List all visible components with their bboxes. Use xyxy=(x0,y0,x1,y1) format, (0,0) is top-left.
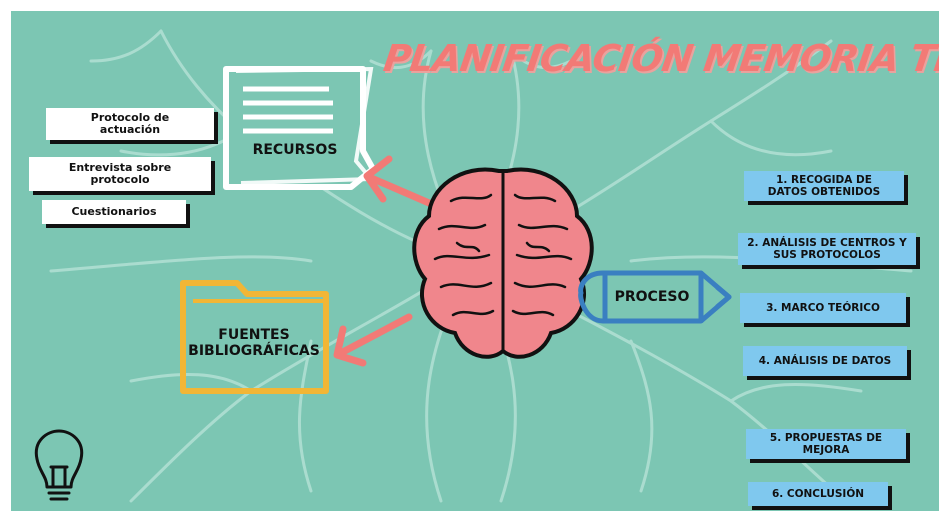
step-line1: 5. PROPUESTAS DE xyxy=(769,432,883,444)
process-step[interactable]: 2. ANÁLISIS DE CENTROS Y SUS PROTOCOLOS xyxy=(738,233,916,265)
resource-box[interactable]: Protocolo de actuación xyxy=(46,108,214,140)
arrow-icon xyxy=(363,155,440,210)
pencil-icon xyxy=(578,270,732,324)
step-line1: 3. MARCO TEÓRICO xyxy=(766,302,880,314)
brain-icon xyxy=(412,167,594,359)
mind-map-canvas: PLANIFICACIÓN MEMORIA TFG RECURSOS FUENT… xyxy=(11,11,939,511)
resource-line1: Protocolo de xyxy=(90,111,170,124)
fuentes-label: FUENTES BIBLIOGRÁFICAS xyxy=(179,327,329,359)
process-step[interactable]: 6. CONCLUSIÓN xyxy=(748,482,888,506)
resource-box[interactable]: Entrevista sobre protocolo xyxy=(29,157,211,191)
process-step[interactable]: 4. ANÁLISIS DE DATOS xyxy=(743,346,907,376)
step-line1: 1. RECOGIDA DE xyxy=(776,174,872,186)
resource-line1: Entrevista sobre xyxy=(68,161,172,174)
page-title: PLANIFICACIÓN MEMORIA TFG xyxy=(380,37,939,80)
fuentes-label-line2: BIBLIOGRÁFICAS xyxy=(188,343,320,359)
process-step[interactable]: 5. PROPUESTAS DE MEJORA xyxy=(746,429,906,459)
resource-line2: actuación xyxy=(99,123,161,136)
resource-line2: protocolo xyxy=(90,173,150,186)
step-line1: 6. CONCLUSIÓN xyxy=(771,488,865,500)
process-step[interactable]: 1. RECOGIDA DE DATOS OBTENIDOS xyxy=(744,171,904,201)
resource-line1: Cuestionarios xyxy=(71,205,157,218)
document-icon xyxy=(223,66,376,190)
fuentes-label-line1: FUENTES xyxy=(218,327,290,343)
lightbulb-icon xyxy=(34,429,84,501)
diagram-graphics xyxy=(34,29,913,508)
step-line1: 2. ANÁLISIS DE CENTROS Y xyxy=(747,237,907,249)
step-line2: SUS PROTOCOLOS xyxy=(773,249,881,261)
resource-box[interactable]: Cuestionarios xyxy=(42,200,186,224)
process-step[interactable]: 3. MARCO TEÓRICO xyxy=(740,293,906,323)
step-line1: 4. ANÁLISIS DE DATOS xyxy=(758,355,892,367)
proceso-label: PROCESO xyxy=(614,289,690,305)
recursos-label: RECURSOS xyxy=(252,142,338,158)
arrow-icon xyxy=(333,313,413,367)
step-line2: DATOS OBTENIDOS xyxy=(767,186,881,198)
folder-icon xyxy=(180,280,329,394)
step-line2: MEJORA xyxy=(802,444,850,456)
